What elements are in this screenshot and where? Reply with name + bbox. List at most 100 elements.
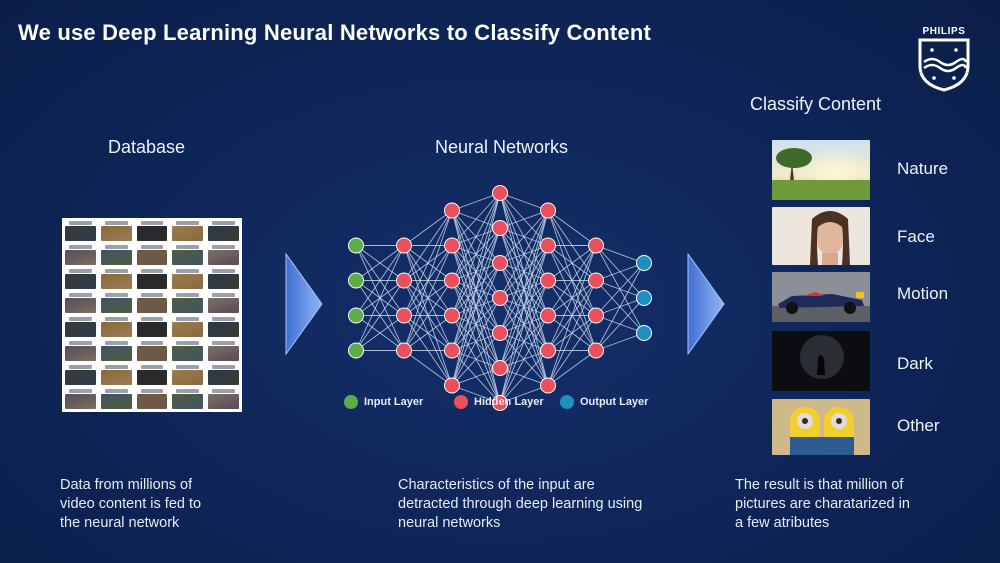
other-image <box>772 399 870 455</box>
hidden-node <box>444 307 460 324</box>
caption-line: a few atributes <box>735 515 830 531</box>
hidden-node <box>492 220 508 236</box>
hidden-node <box>492 255 508 271</box>
video-thumbnail <box>172 317 204 337</box>
hidden-node <box>492 325 508 341</box>
hidden-node <box>588 342 604 359</box>
philips-shield-icon <box>918 38 970 92</box>
connection-line <box>451 192 501 316</box>
connection-line <box>499 315 549 404</box>
video-thumbnail <box>172 389 204 409</box>
hidden-node <box>444 342 460 359</box>
connection-line <box>547 245 597 316</box>
hidden-node <box>396 342 412 359</box>
page-title: We use Deep Learning Neural Networks to … <box>18 20 652 45</box>
connection-line <box>403 210 453 281</box>
caption-line: detracted through deep learning using <box>398 496 643 512</box>
nature-image <box>772 140 870 200</box>
video-thumbnail <box>136 317 168 337</box>
video-thumbnail <box>65 317 96 337</box>
connection-line <box>547 210 597 246</box>
hidden-node <box>396 237 412 254</box>
video-thumbnail <box>208 317 239 337</box>
output-node <box>636 325 652 341</box>
connection-line <box>451 192 501 211</box>
output-layer-dot-icon <box>560 395 574 409</box>
video-thumbnail <box>65 269 96 289</box>
category-label-motion: Motion <box>897 284 949 303</box>
category-label-other: Other <box>897 416 940 435</box>
hidden-node <box>540 307 556 324</box>
connection-line <box>403 245 453 351</box>
connection-line <box>499 245 549 404</box>
hidden-node <box>588 307 604 324</box>
connection-line <box>595 262 645 316</box>
hidden-node <box>444 237 460 254</box>
connection-line <box>451 192 501 386</box>
connection-line <box>499 210 549 229</box>
video-thumbnail <box>100 221 132 241</box>
input-node <box>348 272 364 289</box>
video-thumbnail <box>172 221 204 241</box>
caption-line: pictures are charatarized in <box>735 496 910 512</box>
video-thumbnail <box>208 389 239 409</box>
connection-line <box>451 297 501 386</box>
connection-line <box>451 385 501 404</box>
connection-line <box>595 245 645 264</box>
neural-networks-heading: Neural Networks <box>435 137 569 157</box>
connection-line <box>403 210 453 316</box>
connection-line <box>499 385 549 404</box>
hidden-node <box>492 185 508 201</box>
connection-line <box>499 192 549 211</box>
category-label-nature: Nature <box>897 159 949 178</box>
video-thumbnail <box>136 389 168 409</box>
database-heading: Database <box>108 137 186 157</box>
hidden-node <box>540 272 556 289</box>
connection-line <box>451 192 501 281</box>
video-thumbnail <box>136 221 168 241</box>
hidden-node <box>444 377 460 394</box>
video-thumbnail <box>172 245 204 265</box>
hidden-node <box>396 307 412 324</box>
video-thumbnail <box>172 365 204 385</box>
legend-output-layer: Output Layer <box>560 395 648 409</box>
video-thumbnail <box>208 269 239 289</box>
output-node <box>636 290 652 306</box>
neural-networks-caption: Characteristics of the input are detract… <box>398 476 698 533</box>
motion-image <box>772 272 870 322</box>
output-node <box>636 255 652 271</box>
video-thumbnail <box>100 245 132 265</box>
hidden-node <box>540 377 556 394</box>
video-thumbnail <box>100 317 132 337</box>
connection-line <box>499 210 549 404</box>
video-thumbnail <box>100 389 132 409</box>
video-thumbnail <box>208 341 239 361</box>
video-thumbnail <box>172 293 204 313</box>
hidden-node <box>492 290 508 306</box>
hidden-node <box>540 342 556 359</box>
video-thumbnail <box>65 245 96 265</box>
database-thumbnail-grid <box>62 218 242 412</box>
connection-line <box>355 315 405 351</box>
caption-line: the neural network <box>60 515 180 531</box>
video-thumbnail <box>65 293 96 313</box>
caption-line: Data from millions of <box>60 477 193 493</box>
connection-line <box>451 262 501 386</box>
legend-label: Hidden Layer <box>474 396 544 408</box>
video-thumbnail <box>100 293 132 313</box>
connection-line <box>547 315 597 386</box>
video-thumbnail <box>100 365 132 385</box>
caption-line: neural networks <box>398 515 501 531</box>
connection-line <box>595 297 645 351</box>
legend-hidden-layer: Hidden Layer <box>454 395 544 409</box>
connection-line <box>595 332 645 351</box>
connection-line <box>403 350 453 386</box>
video-thumbnail <box>65 389 96 409</box>
caption-line: Characteristics of the input are <box>398 477 595 493</box>
caption-line: video content is fed to <box>60 496 202 512</box>
video-thumbnail <box>100 269 132 289</box>
connection-line <box>355 245 405 281</box>
connection-line <box>547 245 597 281</box>
connection-line <box>499 350 549 404</box>
video-thumbnail <box>208 293 239 313</box>
